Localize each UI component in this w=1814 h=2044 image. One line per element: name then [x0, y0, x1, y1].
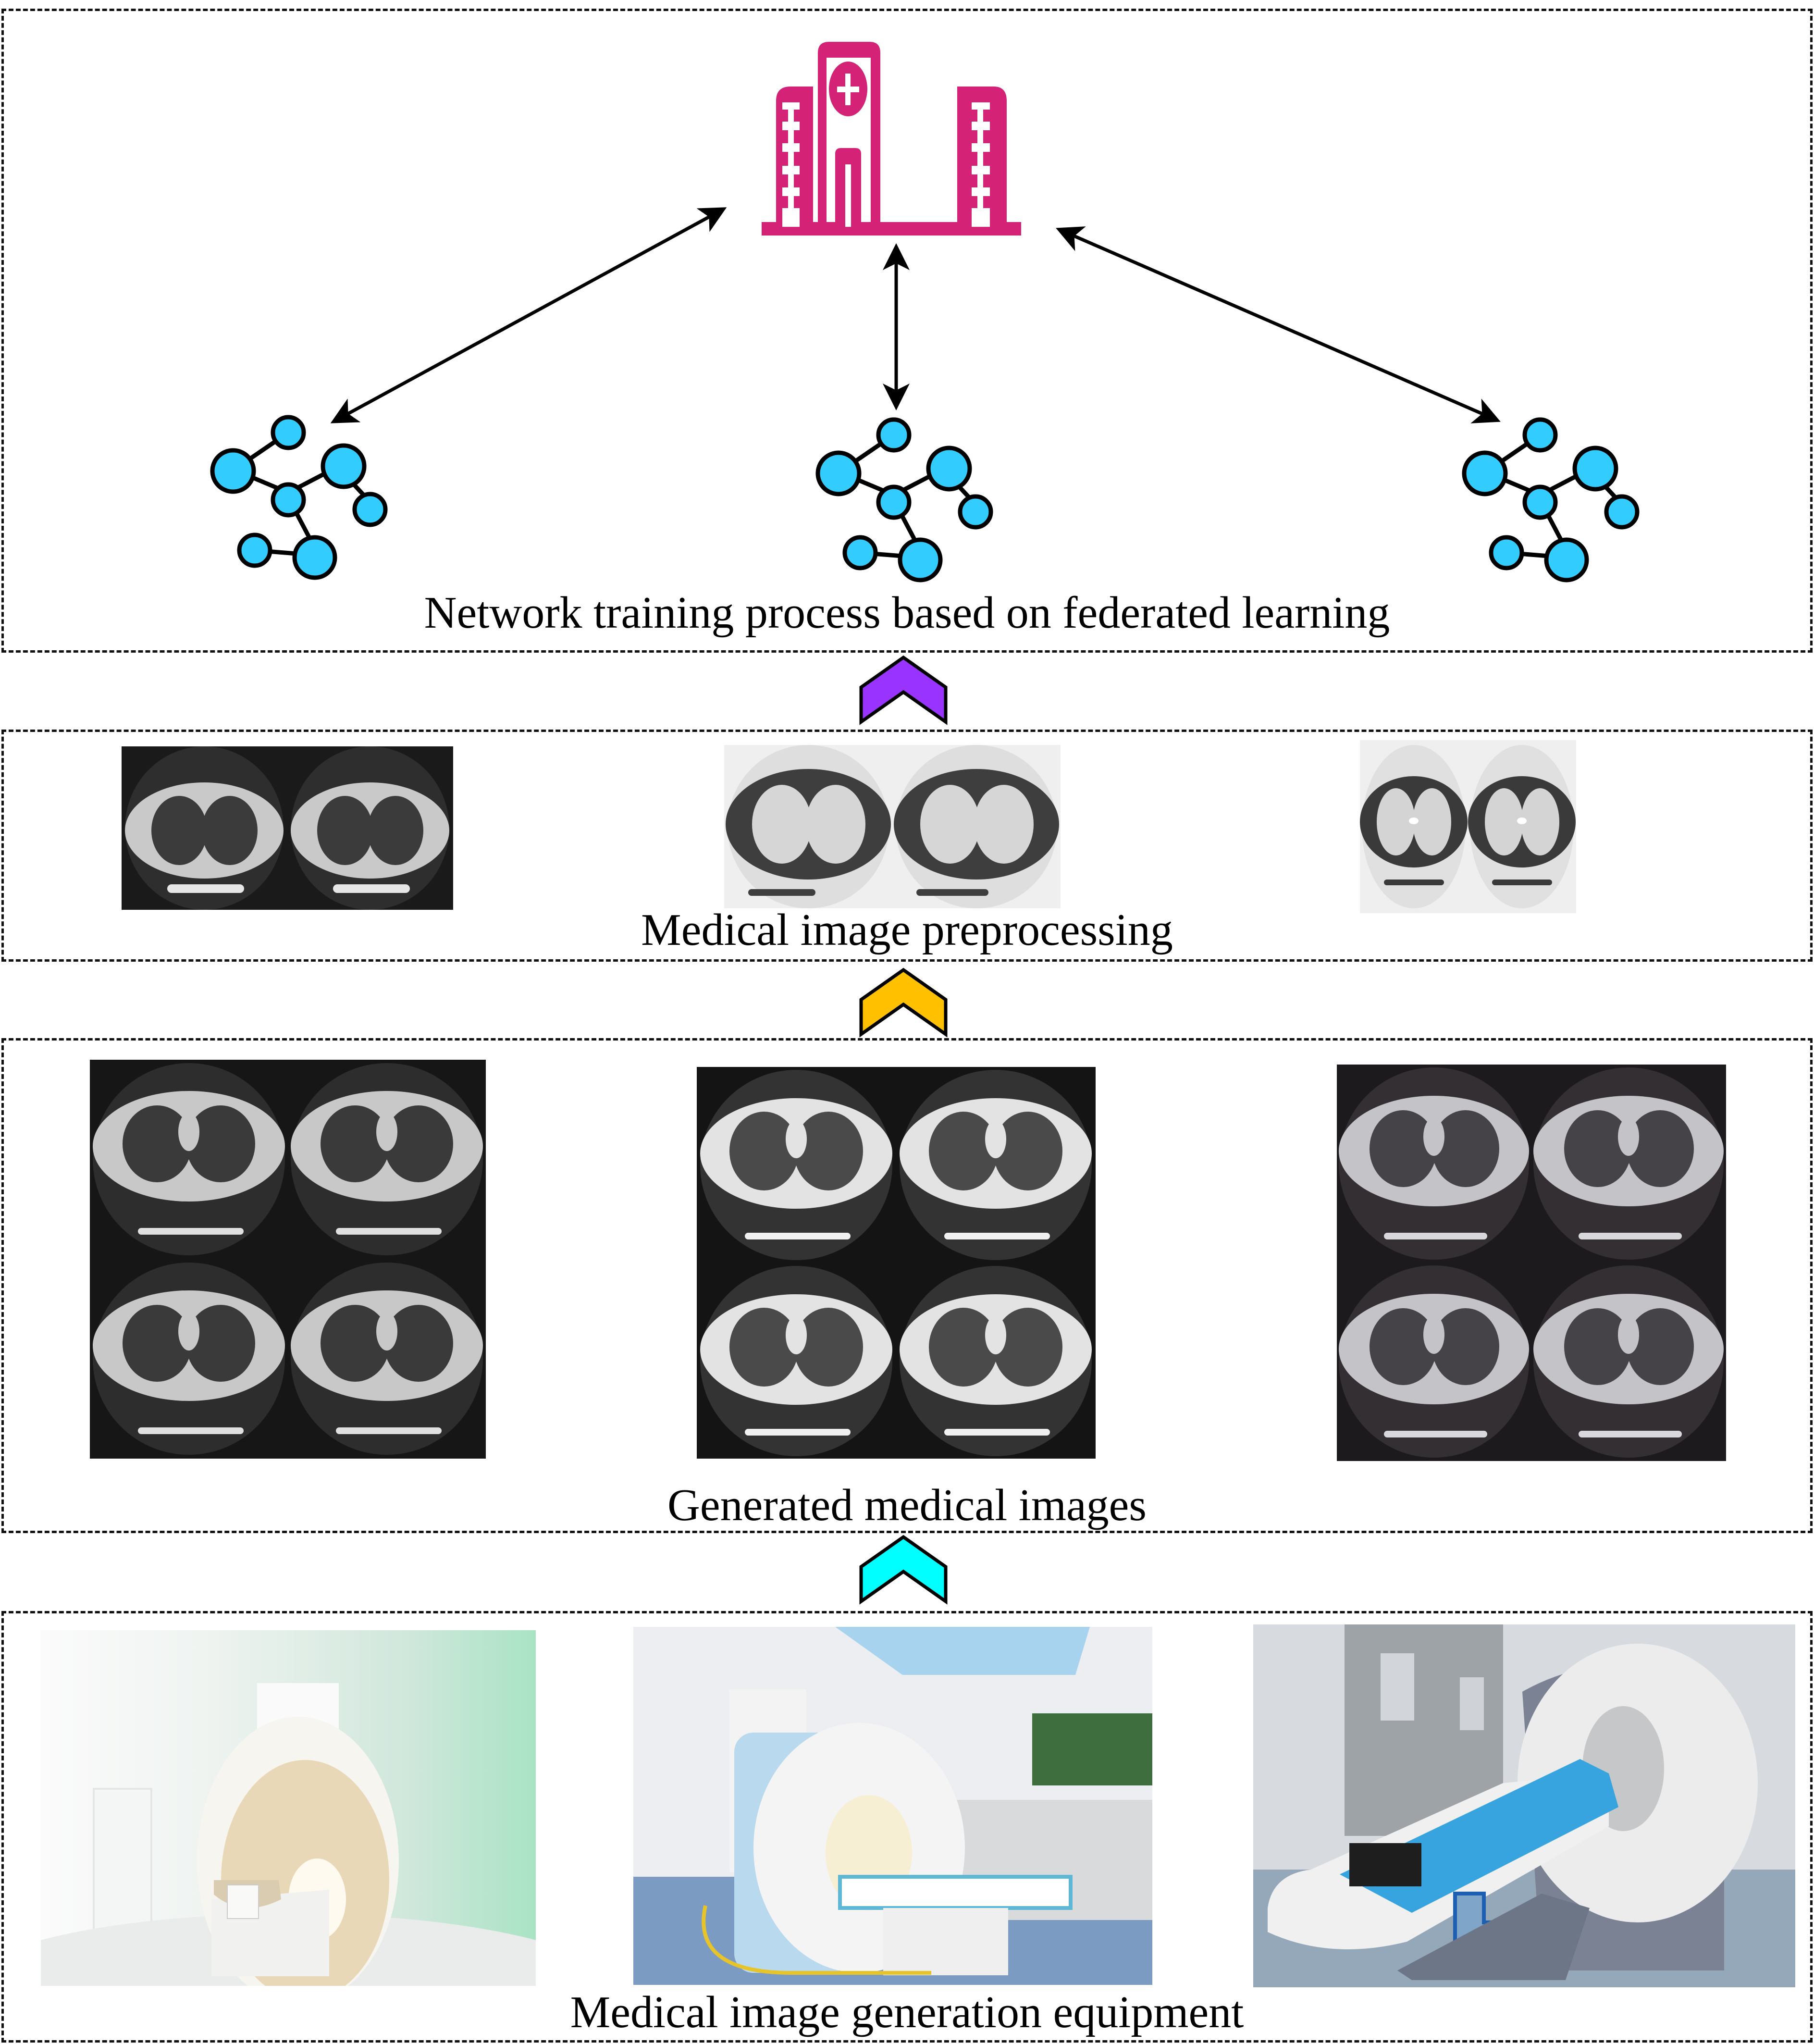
preprocessed-ct-image-3-content [1360, 740, 1576, 913]
generated-images-label: Generated medical images [667, 1480, 1147, 1530]
preprocessed-ct-image-1 [122, 746, 453, 910]
link-arrow-left [330, 207, 727, 423]
link-arrow-right [1056, 226, 1501, 423]
equipment-label: Medical image generation equipment [570, 1987, 1244, 2037]
flow-arrow-purple [859, 655, 948, 725]
preprocessing-label: Medical image preprocessing [641, 905, 1173, 955]
equipment-panel [1, 1611, 1813, 2043]
federated-learning-panel [1, 9, 1813, 653]
flow-arrow-yellow [859, 967, 948, 1038]
federated-links [330, 207, 1501, 423]
equipment-photo-ct-scanner [1253, 1624, 1795, 1987]
hospital-building-icon [740, 19, 1028, 235]
generated-ct-grid-3 [1337, 1065, 1726, 1461]
federated-learning-label: Network training process based on federa… [424, 588, 1390, 638]
equipment-photo-mri-2 [633, 1627, 1152, 1985]
preprocessed-ct-image-2 [724, 745, 1061, 908]
generated-ct-grid-2 [697, 1067, 1096, 1459]
preprocessing-panel [1, 730, 1813, 962]
generated-ct-grid-1 [90, 1060, 486, 1459]
generated-images-panel [1, 1038, 1813, 1533]
equipment-photo-mri-1 [41, 1630, 536, 1986]
flow-arrow-cyan [859, 1535, 948, 1605]
network-graph-icon-center [815, 417, 993, 582]
network-graph-icon-left [210, 415, 388, 580]
network-graph-icon-right [1462, 417, 1640, 582]
